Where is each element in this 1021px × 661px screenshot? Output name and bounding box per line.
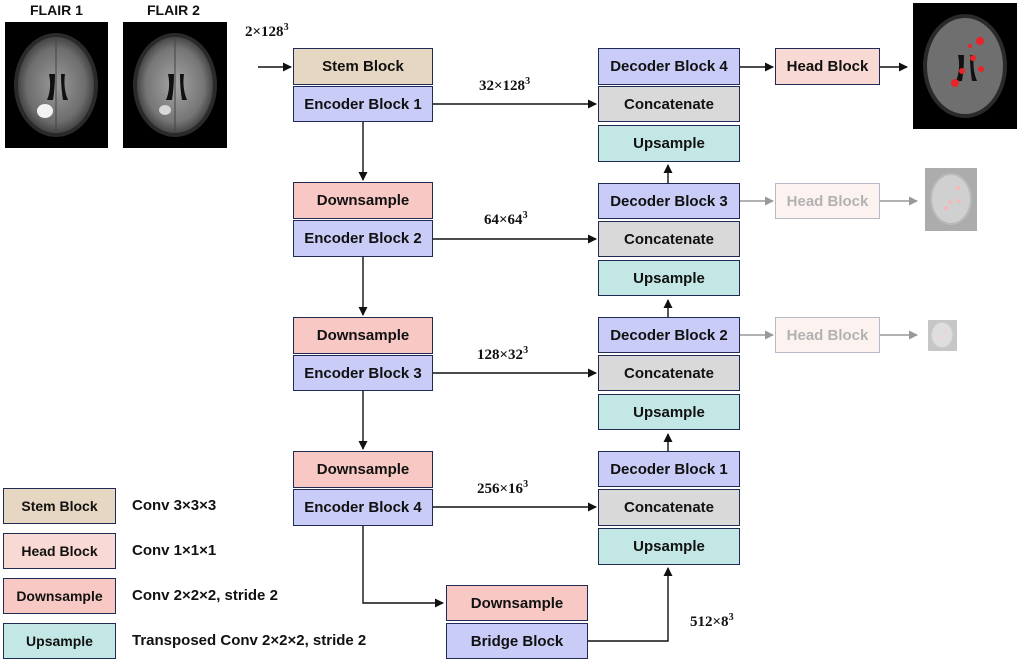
flair1-title: FLAIR 1 bbox=[30, 2, 83, 18]
skip-size-label-2: 64×643 bbox=[484, 210, 528, 228]
bridge-block: Bridge Block bbox=[446, 623, 588, 659]
bridge-to-upsample-arrow bbox=[588, 567, 673, 642]
head-block-aux-1: Head Block bbox=[775, 183, 880, 219]
output-aux-image-1 bbox=[925, 168, 977, 231]
upsample-2: Upsample bbox=[598, 394, 740, 430]
decoder-block-4: Decoder Block 4 bbox=[598, 48, 740, 85]
output-aux-image-2 bbox=[928, 320, 957, 351]
legend-desc-head: Conv 1×1×1 bbox=[132, 542, 217, 559]
legend-desc-downsample: Conv 2×2×2, stride 2 bbox=[132, 587, 278, 604]
flair2-title: FLAIR 2 bbox=[147, 2, 200, 18]
skip-size-label-1: 32×1283 bbox=[479, 76, 531, 94]
skip-size-label-3: 128×323 bbox=[477, 345, 529, 363]
enc4-to-bridge-arrow bbox=[362, 526, 444, 608]
bridge-downsample: Downsample bbox=[446, 585, 588, 621]
decoder-block-3: Decoder Block 3 bbox=[598, 183, 740, 219]
head-block-main: Head Block bbox=[775, 48, 880, 85]
flair1-image bbox=[5, 22, 108, 148]
encoder-block-3: Encoder Block 3 bbox=[293, 355, 433, 391]
decoder-block-2: Decoder Block 2 bbox=[598, 317, 740, 353]
upsample-3: Upsample bbox=[598, 260, 740, 296]
legend-swatch-head: Head Block bbox=[3, 533, 116, 569]
legend-swatch-upsample: Upsample bbox=[3, 623, 116, 659]
concatenate-4: Concatenate bbox=[598, 86, 740, 122]
encoder-block-2: Encoder Block 2 bbox=[293, 220, 433, 257]
stem-block: Stem Block bbox=[293, 48, 433, 85]
legend-swatch-stem: Stem Block bbox=[3, 488, 116, 524]
encoder-block-4: Encoder Block 4 bbox=[293, 489, 433, 526]
bridge-size-label: 512×83 bbox=[690, 612, 734, 630]
concatenate-3: Concatenate bbox=[598, 221, 740, 257]
legend-desc-stem: Conv 3×3×3 bbox=[132, 497, 217, 514]
concatenate-2: Concatenate bbox=[598, 355, 740, 391]
downsample-2: Downsample bbox=[293, 317, 433, 354]
upsample-4: Upsample bbox=[598, 125, 740, 162]
downsample-1: Downsample bbox=[293, 182, 433, 219]
flair2-image bbox=[123, 22, 227, 148]
legend-desc-upsample: Transposed Conv 2×2×2, stride 2 bbox=[132, 632, 367, 649]
upsample-1: Upsample bbox=[598, 528, 740, 565]
decoder-block-1: Decoder Block 1 bbox=[598, 451, 740, 487]
legend-swatch-downsample: Downsample bbox=[3, 578, 116, 614]
skip-size-label-4: 256×163 bbox=[477, 479, 529, 497]
concatenate-1: Concatenate bbox=[598, 489, 740, 526]
head-block-aux-2: Head Block bbox=[775, 317, 880, 353]
input-size-label: 2×1283 bbox=[245, 22, 289, 40]
downsample-3: Downsample bbox=[293, 451, 433, 488]
encoder-block-1: Encoder Block 1 bbox=[293, 86, 433, 122]
output-segmentation-image bbox=[913, 3, 1017, 129]
